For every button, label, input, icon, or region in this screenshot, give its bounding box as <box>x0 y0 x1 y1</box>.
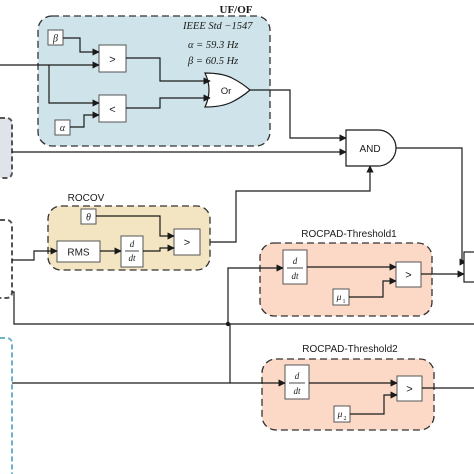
bus-junction-dot <box>225 321 231 327</box>
wire-freq-split <box>48 65 100 107</box>
rocov-greater-comparator <box>173 228 201 256</box>
rocpad2-derivative-block <box>284 364 310 400</box>
mu2-label: μ <box>337 410 343 420</box>
rocov-greater-symbol: > <box>184 237 190 249</box>
rms-label: RMS <box>67 248 90 259</box>
rocpad1-derivative-block <box>282 249 308 285</box>
wire-rocpad1-input <box>227 264 284 324</box>
left-partial-block-middle <box>0 219 13 299</box>
rocpad2-title: ROCPAD-Threshold2 <box>302 344 398 355</box>
mu1-subscript: 1 <box>343 299 346 305</box>
right-output-block <box>463 251 474 283</box>
rocpad1-panel: ROCPAD-Threshold1 d dt > μ 1 <box>259 229 433 317</box>
mu1-label: μ <box>336 293 342 303</box>
theta-constant-label: θ <box>86 213 91 224</box>
wire-beta-to-greater <box>63 37 100 56</box>
wire-less-to-or <box>126 94 211 109</box>
rocov-panel: ROCOV θ RMS d dt > <box>47 193 211 271</box>
uf-of-beta-setting: β = 60.5 Hz <box>187 56 238 67</box>
wire-rocov-to-and <box>200 165 374 243</box>
uf-of-title: UF/OF <box>220 4 253 16</box>
rocpad1-greater-symbol: > <box>405 270 411 282</box>
rocpad1-deriv-denominator: dt <box>291 271 299 281</box>
rocov-deriv-denominator: dt <box>128 253 136 263</box>
rocov-title: ROCOV <box>68 193 105 204</box>
rocpad2-deriv-denominator: dt <box>293 386 301 396</box>
uf-of-standard-label: IEEE Std −1547 <box>182 21 253 32</box>
rocpad2-deriv-numerator: d <box>295 371 300 381</box>
uf-of-greater-comparator <box>98 44 127 73</box>
rocpad1-greater-comparator <box>395 261 422 288</box>
wire-or-to-and <box>250 89 347 142</box>
wire-alpha-to-less <box>70 111 100 128</box>
uf-of-alpha-setting: α = 59.3 Hz <box>188 40 239 51</box>
wire-greater-to-or <box>126 57 211 85</box>
rocov-deriv-numerator: d <box>130 239 135 249</box>
wire-mu2-to-comparator <box>350 391 398 415</box>
wire-mu1-to-comparator <box>349 277 397 298</box>
left-partial-block-top <box>0 117 13 179</box>
rocpad1-title: ROCPAD-Threshold1 <box>301 229 397 240</box>
uf-of-greater-symbol: > <box>109 54 115 66</box>
alpha-constant-label: α <box>60 123 66 134</box>
rocpad2-panel: ROCPAD-Threshold2 d dt > μ 2 <box>261 344 435 431</box>
and-gate <box>345 129 397 167</box>
left-partial-block-bottom <box>0 337 13 474</box>
rocpad2-greater-symbol: > <box>406 384 412 396</box>
and-gate-label: AND <box>359 144 380 155</box>
or-gate-label: Or <box>221 86 232 97</box>
wire-voltage-input <box>12 247 58 261</box>
wire-theta-to-comparator <box>96 215 175 240</box>
mu2-subscript: 2 <box>344 416 347 422</box>
wire-derivative-to-comparator <box>143 244 175 252</box>
beta-constant-label: β <box>52 34 58 45</box>
uf-of-panel: UF/OF IEEE Std −1547 α = 59.3 Hz β = 60.… <box>37 4 271 147</box>
uf-of-less-symbol: < <box>109 104 115 116</box>
rocpad1-deriv-numerator: d <box>293 256 298 266</box>
or-gate <box>204 72 251 108</box>
wire-main-bus <box>12 291 474 325</box>
